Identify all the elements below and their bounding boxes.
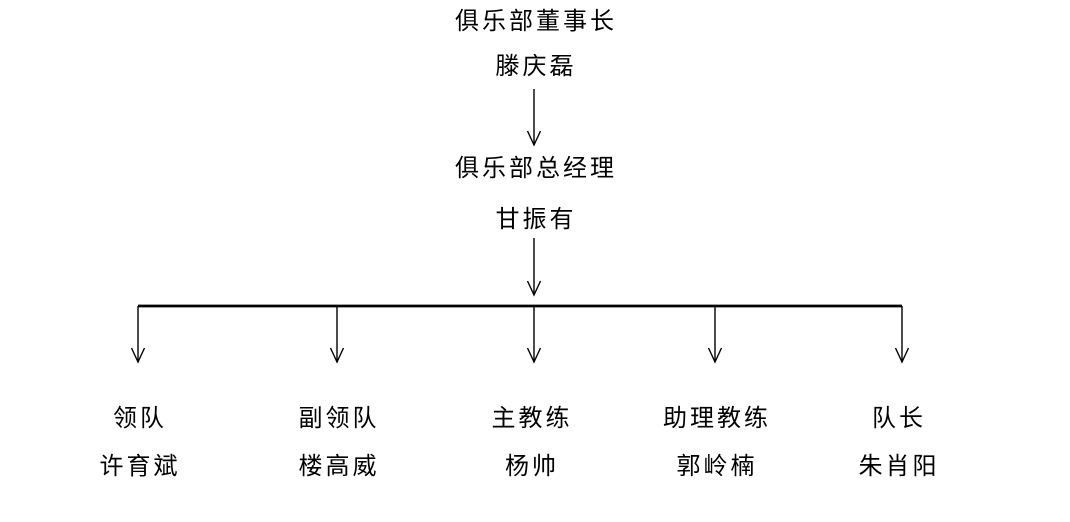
- branch-arrow-1-head: [130, 347, 146, 364]
- subordinate-5-title: 队长: [872, 406, 926, 432]
- subordinate-1-name: 许育斌: [99, 454, 181, 480]
- subordinate-3-title: 主教练: [491, 406, 573, 432]
- subordinate-2-name: 楼高威: [298, 454, 380, 480]
- branch-arrow-5-head: [894, 347, 910, 364]
- branch-arrow-2-head: [329, 347, 345, 364]
- manager-title: 俱乐部总经理: [455, 156, 617, 182]
- root-title: 俱乐部董事长: [455, 9, 617, 35]
- subordinate-5-name: 朱肖阳: [858, 454, 940, 480]
- subordinate-4-name: 郭岭楠: [676, 454, 758, 480]
- subordinate-4-title: 助理教练: [663, 406, 771, 432]
- subordinate-2-title: 副领队: [298, 406, 380, 432]
- subordinate-1-title: 领队: [113, 406, 167, 432]
- arrow-root-to-manager-head: [526, 130, 542, 147]
- subordinate-3-name: 杨帅: [505, 454, 559, 480]
- manager-name: 甘振有: [495, 207, 577, 233]
- root-name: 滕庆磊: [495, 54, 577, 80]
- branch-arrow-4-head: [707, 347, 723, 364]
- branch-arrow-3-head: [526, 347, 542, 364]
- arrow-manager-to-branch-head: [526, 280, 542, 297]
